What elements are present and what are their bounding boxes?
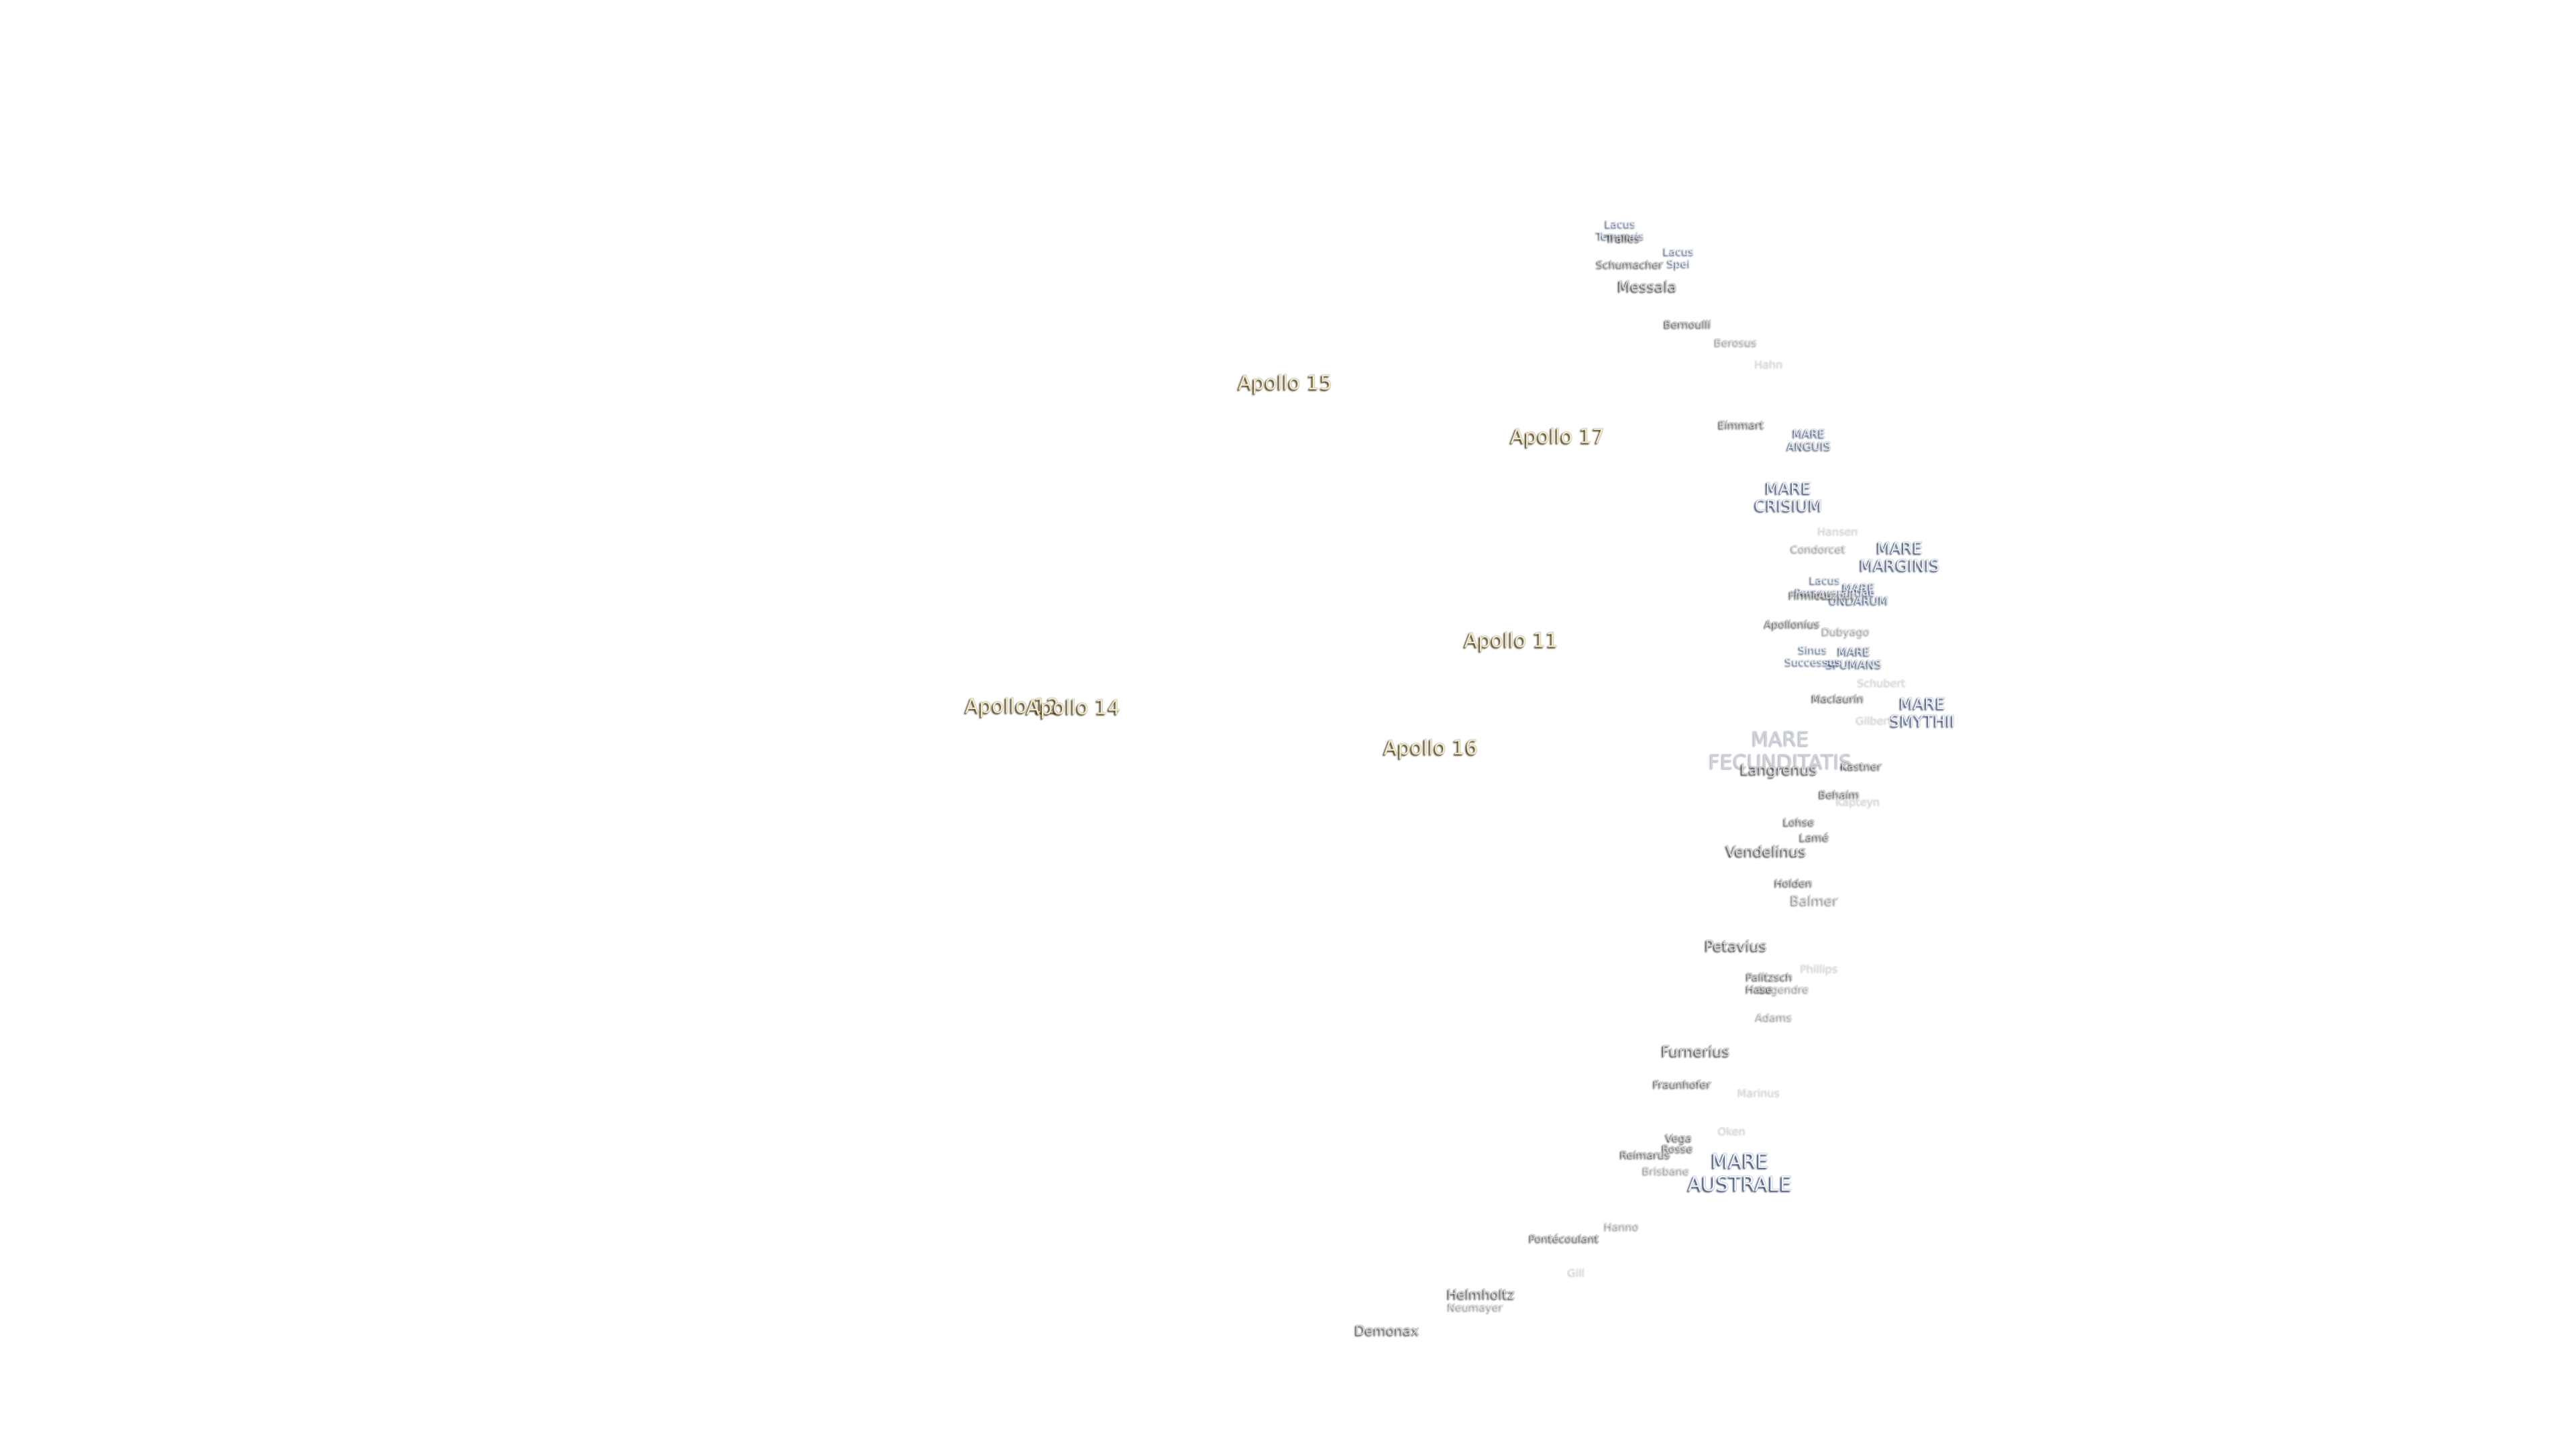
crater-adams-label: Adams: [1756, 1010, 1793, 1024]
apollo-14-label: Apollo 14: [1026, 696, 1121, 720]
mare-fecunditatis-label: MARE FECUNDITATIS: [1709, 728, 1852, 774]
crater-petavius-label: Petavius: [1705, 938, 1768, 955]
crater-lohse-label: Lohse: [1783, 815, 1815, 828]
crater-hase-label: Hase: [1746, 982, 1774, 996]
crater-palitzsch-label: Palitzsch: [1746, 970, 1793, 983]
crater-neumayer-label: Neumayer: [1448, 1300, 1504, 1313]
crater-kapteyn-label: Kapteyn: [1836, 795, 1880, 808]
apollo-15-label: Apollo 15: [1238, 371, 1333, 395]
crater-behaim-label: Behaim: [1819, 788, 1860, 801]
apollo-12-label: Apollo 12: [965, 694, 1060, 718]
mare-smythii-label: MARE SMYTHII: [1890, 694, 1955, 731]
apollo-15-marker[interactable]: Apollo 15: [1238, 372, 1333, 395]
crater-lame-label: Lamé: [1799, 830, 1830, 844]
crater-gill-label: Gill: [1568, 1266, 1585, 1279]
crater-phillips-label: Phillips: [1800, 962, 1839, 975]
sinus-successus-label: Sinus Successus: [1785, 643, 1841, 668]
crater-marinus-label: Marinus: [1737, 1086, 1780, 1099]
lacus-temporis-label: Lacus Temporis: [1597, 217, 1645, 242]
crater-helmholtz-label: Helmholtz: [1447, 1286, 1515, 1302]
crater-messala-label: Messala: [1617, 278, 1678, 296]
crater-gilbert-label: Gilbert: [1856, 714, 1893, 727]
mare-undarum-label: MARE UNDARUM: [1829, 582, 1889, 608]
mare-spumans-label: MARE SPUMANS: [1826, 645, 1882, 672]
crater-apollonius-label: Apollonius: [1764, 617, 1821, 631]
apollo-17-marker[interactable]: Apollo 17: [1511, 425, 1605, 449]
apollo-17-label: Apollo 17: [1510, 425, 1605, 449]
mare-anguis-label: MARE ANGUIS: [1787, 427, 1831, 453]
apollo-11-marker[interactable]: Apollo 11: [1464, 629, 1559, 653]
crater-bernoulli-label: Bernoulli: [1664, 317, 1712, 331]
apollo-14-marker[interactable]: Apollo 14: [1026, 696, 1121, 720]
crater-berosus-label: Berosus: [1715, 335, 1758, 349]
crater-reimarus-label: Reimarus: [1620, 1148, 1671, 1161]
crater-hanno-label: Hanno: [1605, 1220, 1640, 1233]
lacus-spei-label: Lacus Spei: [1664, 245, 1695, 270]
crater-tralles-label: Tralles: [1606, 231, 1641, 245]
lacus-perseverantiae-label: Lacus Perseverantiae: [1795, 574, 1876, 598]
crater-pontecoulant-label: Pontécoulant: [1529, 1232, 1600, 1245]
crater-firmicus-label: Firmicus: [1788, 588, 1834, 602]
crater-eimmart-label: Eimmart: [1718, 418, 1765, 431]
crater-hansen-label: Hansen: [1817, 525, 1859, 538]
crater-kastner-label: Kastner: [1841, 759, 1882, 773]
crater-brisbane-label: Brisbane: [1642, 1164, 1690, 1177]
crater-dubyago-label: Dubyago: [1822, 625, 1870, 638]
apollo-11-label: Apollo 11: [1464, 629, 1559, 653]
crater-balmer-label: Balmer: [1790, 892, 1839, 908]
apollo-16-label: Apollo 16: [1383, 736, 1479, 760]
crater-vendelinus-label: Vendelinus: [1726, 843, 1807, 861]
crater-legendre-label: Legendre: [1759, 982, 1810, 996]
crater-fraunhofer-label: Fraunhofer: [1653, 1077, 1712, 1091]
apollo-12-marker[interactable]: Apollo 12: [965, 695, 1060, 718]
mare-crisium-label: MARE CRISIUM: [1754, 479, 1823, 515]
crater-furnerius-label: Furnerius: [1661, 1043, 1731, 1061]
mare-marginis-label: MARE MARGINIS: [1860, 539, 1940, 575]
crater-vega-label: Vega: [1666, 1131, 1693, 1144]
apollo-16-marker[interactable]: Apollo 16: [1384, 737, 1479, 760]
crater-schubert-label: Schubert: [1857, 676, 1907, 690]
crater-rosse-label: Rosse: [1662, 1142, 1694, 1155]
mare-australe-label: MARE AUSTRALE: [1688, 1150, 1792, 1196]
crater-langrenus-label: Langrenus: [1740, 761, 1818, 779]
crater-oken-label: Oken: [1718, 1124, 1746, 1138]
crater-holden-label: Holden: [1774, 876, 1813, 890]
crater-maclaurin-label: Maclaurin: [1812, 692, 1864, 705]
crater-auzout-label: Auzout: [1818, 588, 1856, 602]
crater-condorcet-label: Condorcet: [1790, 542, 1847, 555]
crater-schumacher-label: Schumacher: [1597, 258, 1664, 271]
crater-hahn-label: Hahn: [1754, 358, 1784, 371]
crater-demonax-label: Demonax: [1354, 1322, 1420, 1338]
